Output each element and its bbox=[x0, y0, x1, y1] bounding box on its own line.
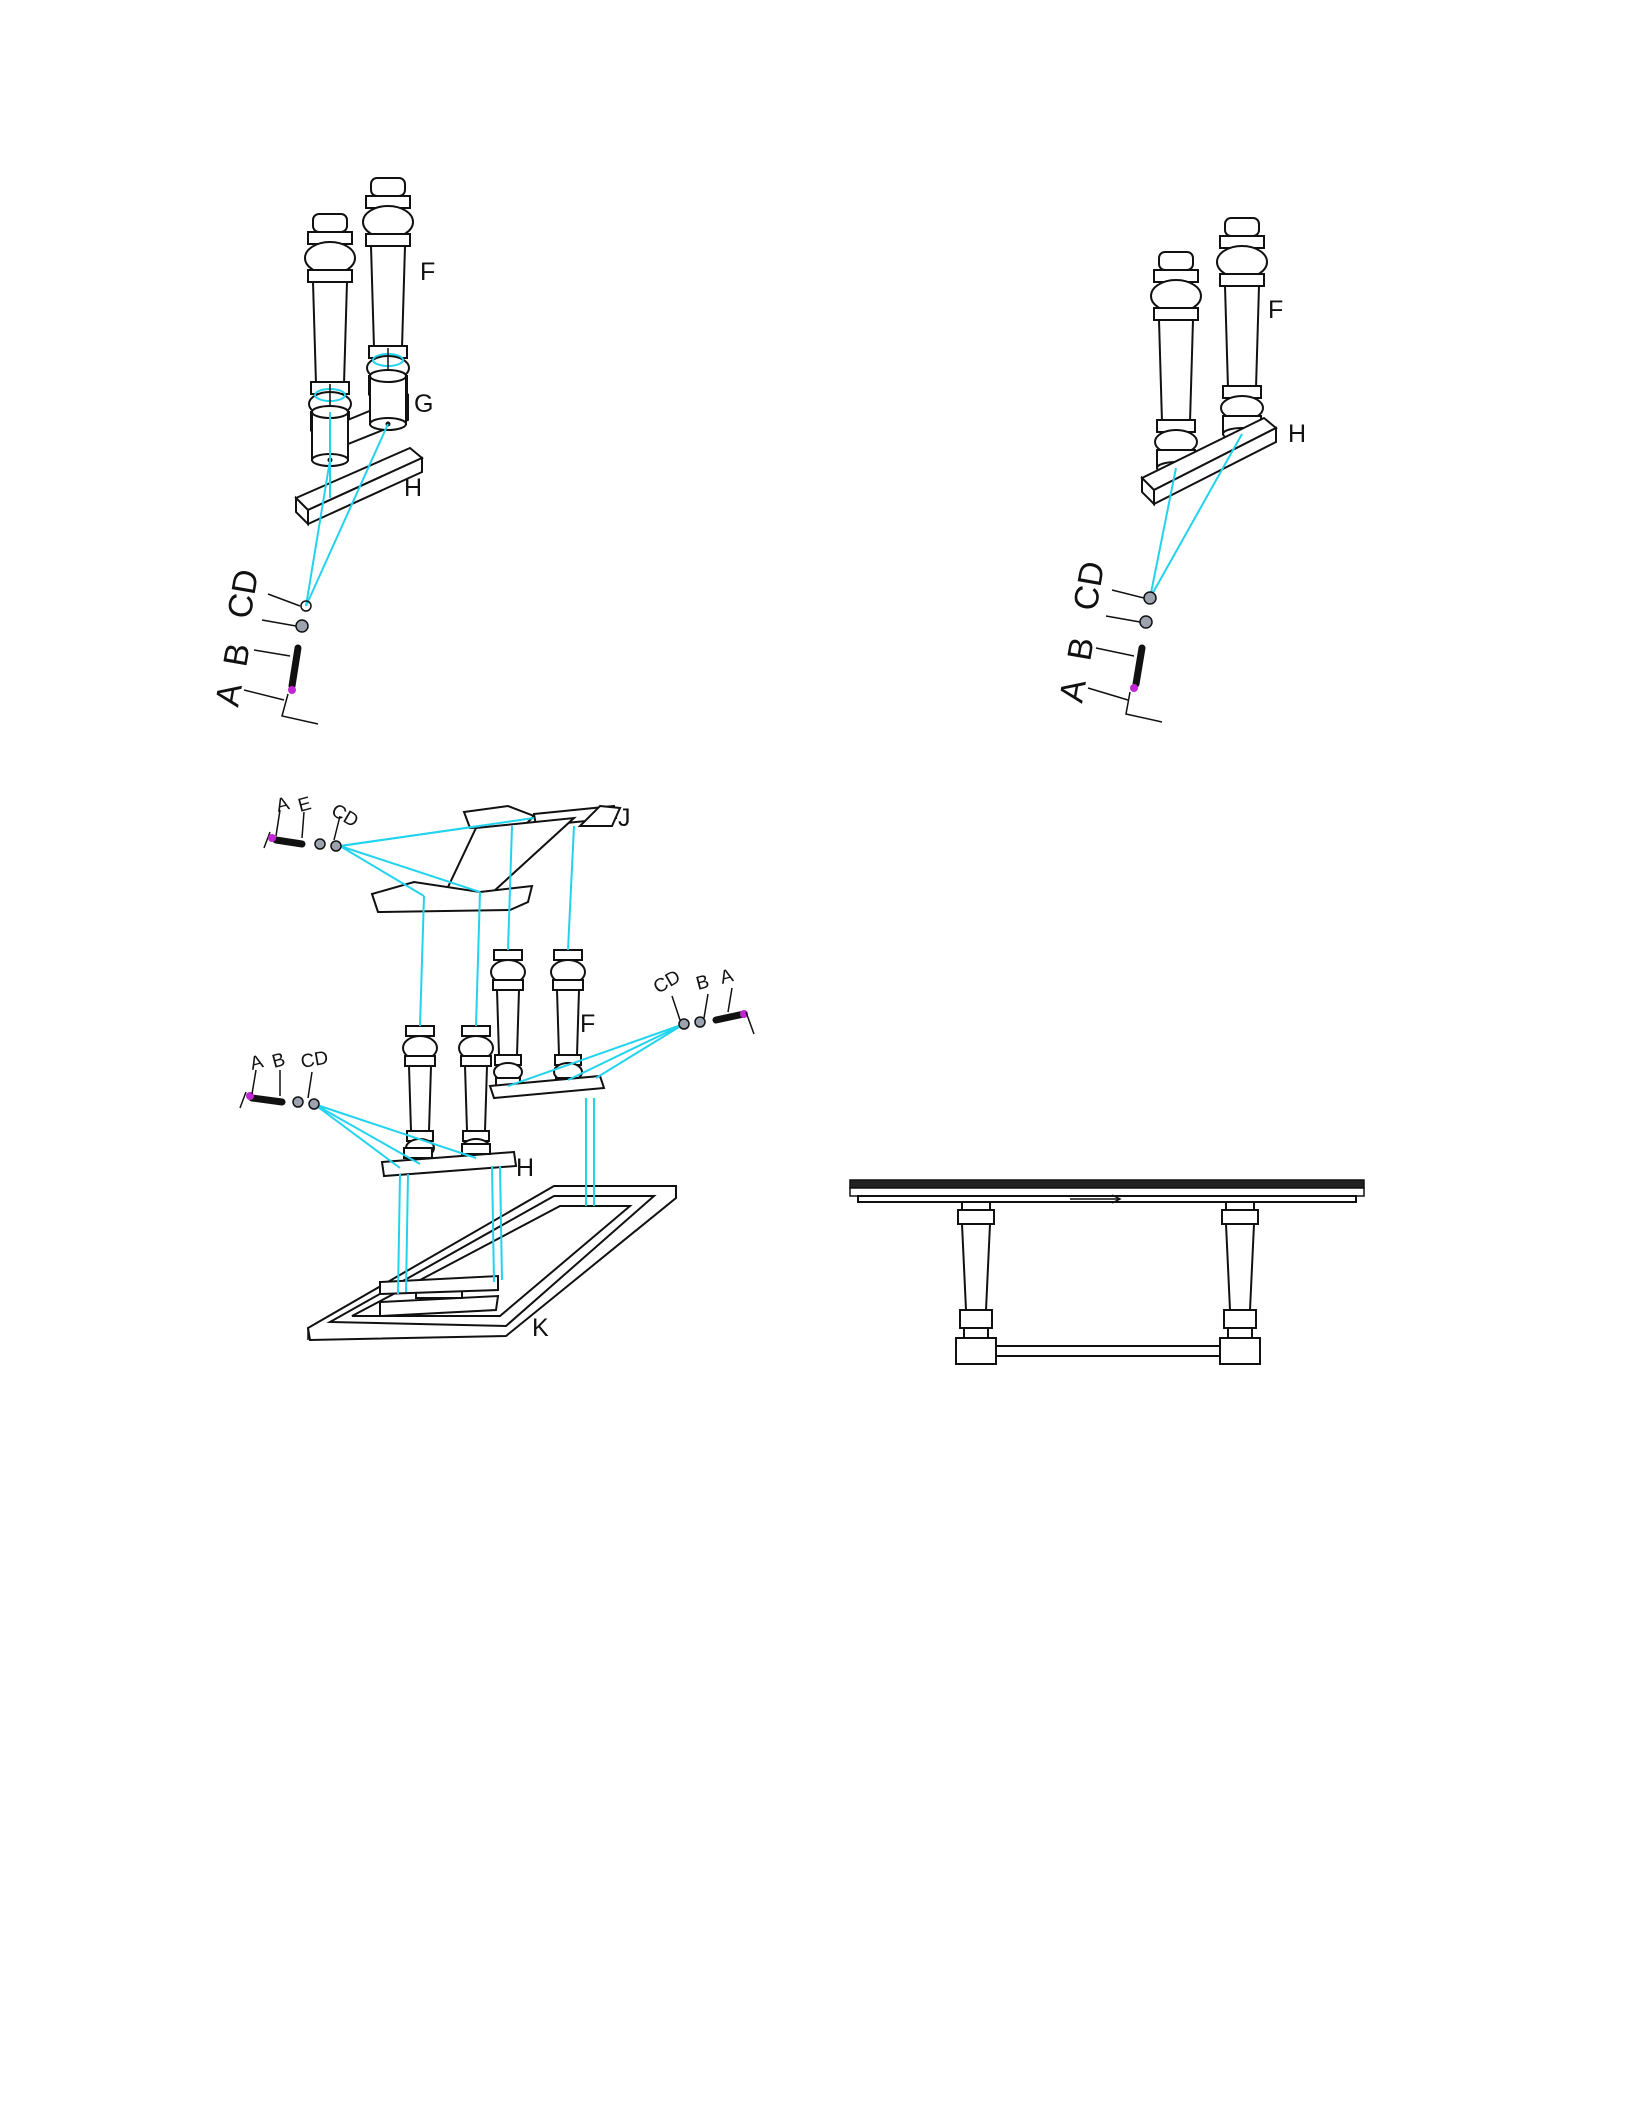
label-bolt-b: B bbox=[1060, 634, 1101, 663]
table-leg-left bbox=[956, 1202, 996, 1364]
label-bracket-h: H bbox=[404, 474, 422, 502]
label-hw-right-cd: CD bbox=[650, 966, 684, 998]
label-hw-top-cd: CD bbox=[328, 800, 362, 832]
label-leg-f: F bbox=[1268, 296, 1283, 324]
diagram-leg-bracket-assembly: F H CD B A bbox=[1052, 218, 1306, 722]
label-key-a: A bbox=[1052, 676, 1093, 705]
hardware-right bbox=[672, 988, 754, 1034]
label-block-g: G bbox=[414, 390, 433, 418]
leg-f-back-left bbox=[491, 950, 525, 1090]
label-bracket-h: H bbox=[516, 1154, 534, 1182]
label-hw-top-a: A bbox=[274, 793, 292, 817]
label-top-frame-j: J bbox=[618, 804, 631, 832]
label-washers-cd: CD bbox=[1066, 558, 1112, 613]
diagram-leg-block-assembly: F G H CD B A bbox=[208, 178, 435, 724]
label-washers-cd: CD bbox=[220, 566, 266, 621]
table-top bbox=[850, 1180, 1364, 1203]
table-stretcher bbox=[996, 1346, 1220, 1356]
leg-f-left bbox=[1151, 252, 1201, 474]
label-key-a: A bbox=[208, 680, 249, 709]
leg-f-right bbox=[1217, 218, 1267, 440]
diagram-exploded-base-assembly: J F H K A E CD A B CD CD B A bbox=[240, 793, 754, 1342]
assembled-table-icon bbox=[850, 1180, 1364, 1364]
top-frame-j bbox=[372, 806, 620, 912]
label-hw-left-b: B bbox=[270, 1049, 288, 1073]
label-leg-f: F bbox=[420, 258, 435, 286]
label-hw-left-a: A bbox=[248, 1051, 266, 1075]
label-hw-left-cd: CD bbox=[299, 1047, 330, 1072]
label-hw-right-b: B bbox=[694, 971, 712, 995]
label-base-frame-k: K bbox=[532, 1314, 549, 1342]
label-leg-f: F bbox=[580, 1010, 595, 1038]
label-hw-right-a: A bbox=[718, 965, 736, 989]
table-leg-right bbox=[1220, 1202, 1260, 1364]
hardware-left bbox=[240, 1070, 319, 1109]
label-hw-top-e: E bbox=[296, 793, 314, 817]
label-bolt-b: B bbox=[216, 640, 257, 669]
label-bracket-h: H bbox=[1288, 420, 1306, 448]
leg-f-front-left bbox=[403, 1026, 437, 1166]
